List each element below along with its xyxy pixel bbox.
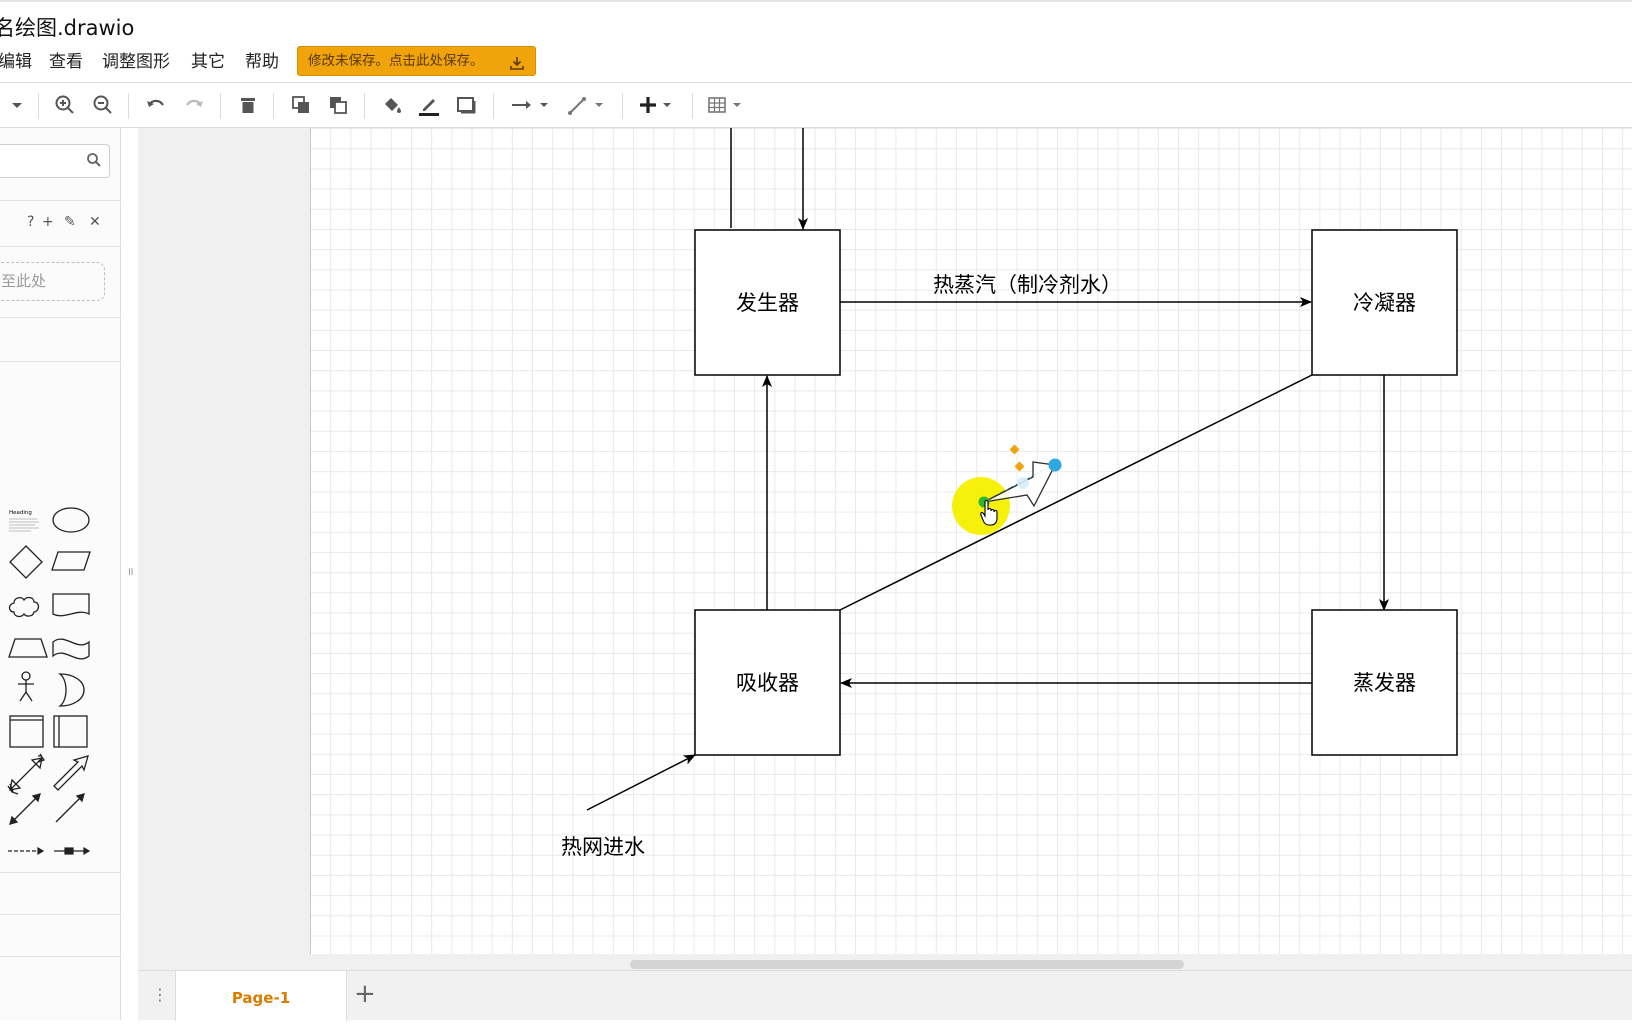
swimlane-shape[interactable] (53, 715, 88, 748)
diagram-canvas[interactable]: 发生器 冷凝器 吸收器 蒸发器 热蒸汽（制冷剂水） 热网进水 (310, 128, 1632, 954)
sidebar-divider (0, 200, 121, 201)
toolbar-separator (220, 93, 221, 119)
scratchpad-add-icon[interactable]: + (42, 214, 54, 230)
tab-page-1[interactable]: Page-1 (175, 971, 347, 1021)
toolbar-separator (273, 93, 274, 119)
toolbar-separator (128, 93, 129, 119)
toolbar-separator (692, 93, 693, 119)
delete-icon[interactable] (235, 92, 261, 118)
actor-shape[interactable] (18, 671, 34, 702)
insert-icon[interactable] (636, 92, 680, 118)
scratchpad-toolbar: ? + ✎ ✕ (24, 212, 114, 234)
chevron-down-icon[interactable] (4, 92, 30, 118)
connector-end-handle[interactable] (1048, 458, 1062, 472)
unsaved-changes-button[interactable]: 修改未保存。点击此处保存。 (297, 46, 536, 76)
unsaved-changes-text: 修改未保存。点击此处保存。 (308, 53, 484, 69)
edge-label-hot-steam[interactable]: 热蒸汽（制冷剂水） (933, 273, 1122, 297)
node-condenser-label: 冷凝器 (1353, 291, 1416, 315)
rhombus-shape[interactable] (9, 545, 43, 579)
edge-condenser-to-absorber[interactable] (839, 374, 1313, 611)
node-generator-label: 发生器 (736, 291, 799, 315)
shape-search-input[interactable] (3, 145, 87, 177)
hand-cursor-icon (980, 499, 998, 526)
diagram: 发生器 冷凝器 吸收器 蒸发器 热蒸汽（制冷剂水） 热网进水 (561, 128, 1458, 859)
draft-connector-virtual-bend[interactable] (1017, 477, 1029, 489)
heading-shape-label: Heading (9, 510, 32, 516)
or-shape[interactable] (58, 673, 85, 707)
tape-shape[interactable] (52, 638, 90, 660)
to-front-icon[interactable] (288, 92, 314, 118)
shadow-icon[interactable] (453, 92, 479, 118)
page-menu-icon[interactable]: ⋮ (152, 985, 168, 1004)
toolbar-separator (38, 93, 39, 119)
dashed-connector-shape[interactable] (8, 846, 45, 856)
menu-help[interactable]: 帮助 (245, 52, 279, 72)
zoom-out-icon[interactable] (90, 92, 116, 118)
waypoints-icon[interactable] (565, 92, 609, 118)
page-tabs-bar: ⋮ Page-1 + (138, 970, 1632, 1021)
menu-bar: 编辑 查看 调整图形 其它 帮助 (0, 44, 1632, 80)
scratchpad-drop-zone[interactable]: 至此处 (0, 262, 105, 301)
sidebar-divider (0, 956, 121, 957)
toolbar-separator (622, 93, 623, 119)
waypoint-handle[interactable] (1009, 444, 1020, 455)
node-condenser[interactable]: 冷凝器 (1311, 229, 1458, 376)
title-bar: 名绘图.drawio (0, 0, 1632, 44)
sidebar-divider (0, 872, 121, 873)
sidebar-divider (0, 317, 121, 318)
shapes-sidebar: ? + ✎ ✕ 至此处 Heading (0, 128, 121, 1020)
to-back-icon[interactable] (325, 92, 351, 118)
menu-edit[interactable]: 编辑 (0, 52, 32, 72)
parallelogram-shape[interactable] (51, 551, 91, 571)
search-icon[interactable] (86, 152, 102, 172)
scratchpad-close-icon[interactable]: ✕ (89, 214, 101, 230)
sidebar-resize-handle[interactable]: ॥ (127, 565, 134, 578)
shape-search-box (0, 144, 110, 178)
draft-connector[interactable] (978, 444, 1062, 508)
connection-icon[interactable] (508, 92, 552, 118)
waypoint-handle[interactable] (1014, 461, 1025, 472)
directional-connector-shape[interactable] (55, 793, 85, 823)
container-shape[interactable] (9, 715, 44, 748)
node-absorber[interactable]: 吸收器 (694, 609, 841, 756)
file-title[interactable]: 名绘图.drawio (0, 16, 135, 40)
link-connector-shape[interactable] (54, 846, 91, 856)
menu-arrange[interactable]: 调整图形 (102, 52, 170, 72)
menu-extras[interactable]: 其它 (191, 52, 225, 72)
scratchpad-edit-icon[interactable]: ✎ (64, 214, 76, 230)
node-evaporator[interactable]: 蒸发器 (1311, 609, 1458, 756)
node-evaporator-label: 蒸发器 (1353, 671, 1416, 695)
redo-icon[interactable] (181, 92, 207, 118)
cloud-shape[interactable] (8, 596, 40, 618)
download-icon (509, 53, 525, 81)
toolbar-separator (493, 93, 494, 119)
bidirectional-arrow-shape[interactable] (7, 753, 46, 795)
toolbar-separator (364, 93, 365, 119)
sidebar-divider (0, 361, 121, 362)
trapezoid-shape[interactable] (8, 638, 48, 658)
document-shape[interactable] (52, 593, 90, 617)
arrow-shape[interactable] (53, 755, 89, 791)
add-page-icon[interactable]: + (354, 979, 376, 1009)
line-color-icon[interactable] (416, 92, 442, 118)
table-icon[interactable] (706, 92, 750, 118)
ellipse-shape[interactable] (52, 507, 90, 533)
sidebar-divider (0, 246, 121, 247)
bidirectional-connector-shape[interactable] (9, 793, 41, 825)
edge-heat-network-inlet[interactable] (586, 754, 696, 811)
zoom-in-icon[interactable] (52, 92, 78, 118)
sidebar-divider (0, 914, 121, 915)
menu-view[interactable]: 查看 (49, 52, 83, 72)
toolbar (0, 82, 1632, 128)
node-absorber-label: 吸收器 (736, 671, 799, 695)
node-generator[interactable]: 发生器 (694, 229, 841, 376)
general-shapes-palette: Heading (7, 507, 91, 856)
scratchpad-help-icon[interactable]: ? (27, 214, 35, 230)
undo-icon[interactable] (143, 92, 169, 118)
heading-shape[interactable]: Heading (9, 510, 39, 532)
fill-color-icon[interactable] (379, 92, 405, 118)
edge-label-heat-network-inlet[interactable]: 热网进水 (561, 835, 645, 859)
horizontal-scrollbar[interactable] (630, 960, 1184, 969)
